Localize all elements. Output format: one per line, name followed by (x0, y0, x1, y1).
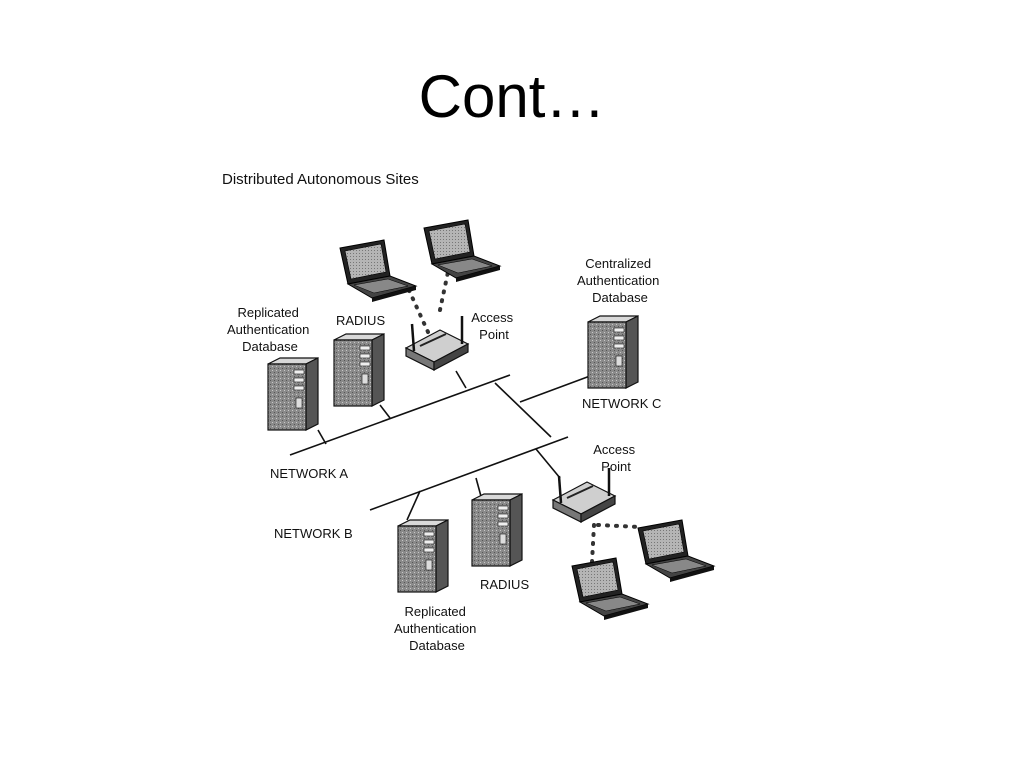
radius-label-bottom: RADIUS (480, 577, 529, 592)
drop-replicated-a (317, 429, 327, 445)
access-point-label-bottom: Access Point (593, 442, 639, 474)
centralized-db-label: Centralized Authentication Database (577, 256, 663, 305)
wireless-link (438, 270, 450, 312)
drop-access-point-a (455, 370, 467, 389)
network-a-line (289, 374, 511, 456)
access-point-icon (551, 466, 617, 524)
radius-label-top: RADIUS (336, 313, 385, 328)
wireless-link (406, 286, 430, 334)
laptop-icon (339, 239, 417, 303)
laptop-icon (637, 519, 715, 583)
network-b-line (369, 436, 569, 511)
drop-access-point-b (535, 448, 561, 479)
radius-server-icon (333, 333, 385, 407)
diagram-title: Distributed Autonomous Sites (222, 171, 419, 188)
network-c-line (519, 375, 591, 403)
access-point-label-top: Access Point (471, 310, 517, 342)
network-a-label: NETWORK A (270, 466, 348, 481)
backbone-link (494, 382, 552, 438)
replicated-database-server-icon (397, 519, 449, 593)
wireless-link (596, 523, 642, 529)
drop-replicated-b (406, 490, 421, 521)
network-b-label: NETWORK B (274, 526, 353, 541)
network-c-label: NETWORK C (582, 396, 661, 411)
access-point-icon (404, 314, 470, 372)
centralized-database-server-icon (587, 315, 639, 389)
drop-radius-a (379, 404, 391, 419)
laptop-icon (423, 219, 501, 283)
laptop-icon (571, 557, 649, 621)
slide-title: Cont… (418, 63, 606, 130)
wireless-link (590, 523, 596, 564)
radius-server-icon (471, 493, 523, 567)
replicated-database-server-icon (267, 357, 319, 431)
replicated-db-label-top: Replicated Authentication Database (227, 305, 313, 354)
replicated-db-label-bottom: Replicated Authentication Database (394, 604, 480, 653)
